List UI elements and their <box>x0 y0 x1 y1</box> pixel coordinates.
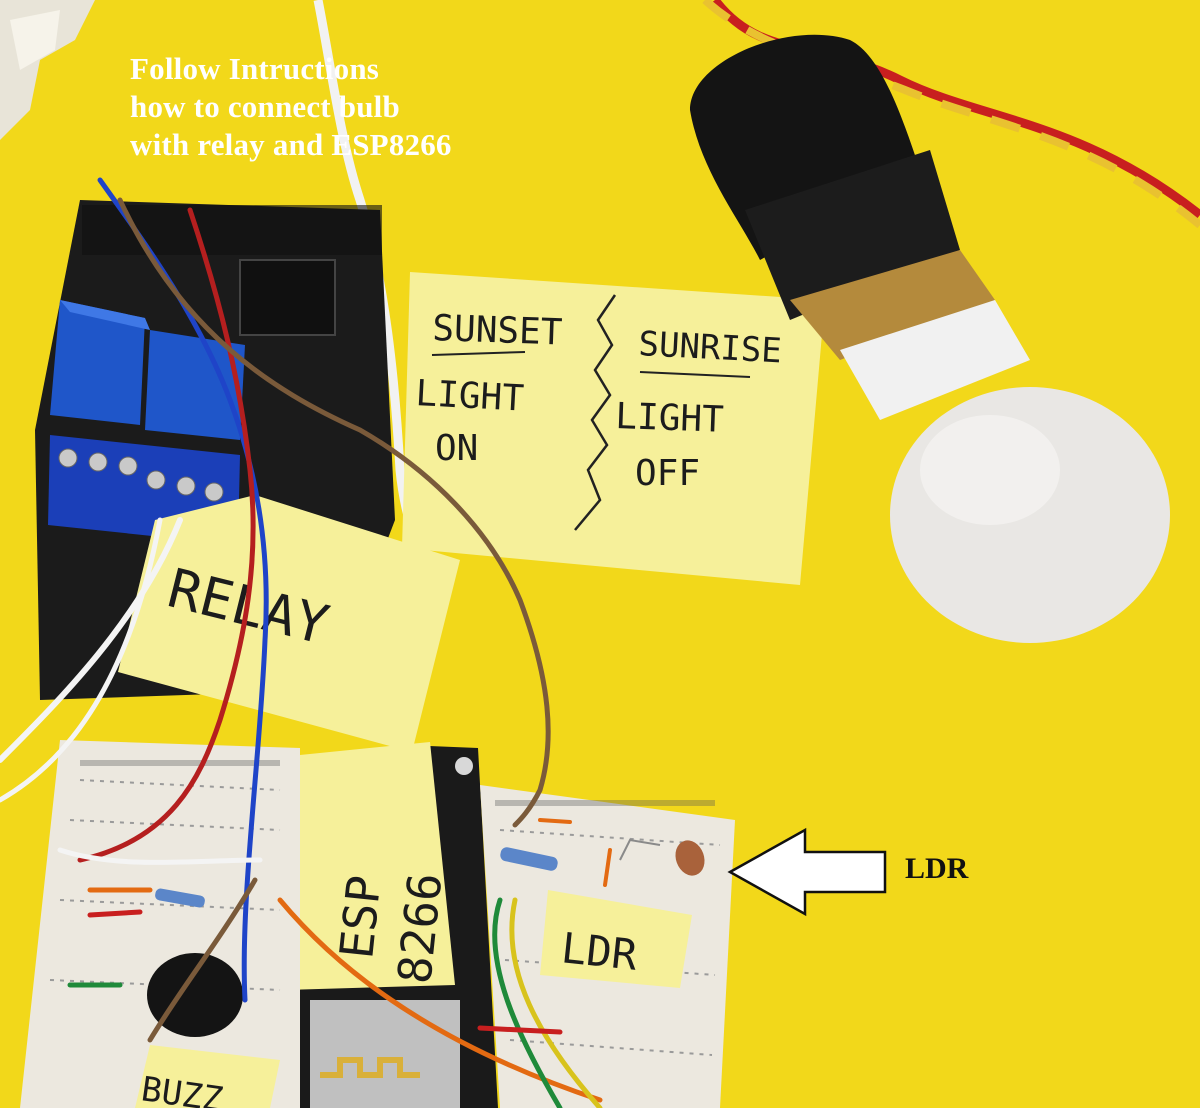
caption-line-1: Follow Intructions <box>130 51 380 86</box>
sticky-note-esp: ESP 8266 <box>285 742 455 990</box>
note-ldr-text: LDR <box>559 923 640 980</box>
sticky-note-ldr: LDR <box>540 890 692 988</box>
note-sunrise-text: SUNRISE <box>638 324 783 371</box>
note-sunrise-off-text: OFF <box>635 453 700 494</box>
ldr-callout-label: LDR <box>905 852 969 885</box>
buzzer: BUZZ <box>135 953 280 1108</box>
ldr-sensor <box>619 838 705 876</box>
sticky-note-sunset-sunrise: SUNSET LIGHT ON SUNRISE LIGHT OFF <box>402 272 825 585</box>
light-bulb-with-holder <box>690 34 1170 643</box>
caption-line-2: how to connect bulb <box>130 89 400 124</box>
sticky-note-relay: RELAY <box>118 495 460 752</box>
note-sunset-light-text: LIGHT <box>415 373 525 420</box>
arrow-pointing-to-ldr-icon <box>727 827 887 917</box>
jumper-wires <box>0 177 612 1108</box>
note-esp-line1-text: ESP <box>329 873 391 961</box>
caption-line-3: with relay and ESP8266 <box>130 127 452 162</box>
resistors <box>155 847 558 908</box>
white-connector-object <box>0 0 95 140</box>
note-sunset-text: SUNSET <box>432 308 563 354</box>
note-sunrise-light-text: LIGHT <box>615 396 725 441</box>
note-sunset-on-text: ON <box>435 428 478 469</box>
note-esp-line2-text: 8266 <box>387 870 452 986</box>
twisted-power-wire <box>702 0 1200 229</box>
instruction-caption: Follow Intructions how to connect bulb w… <box>130 50 590 164</box>
